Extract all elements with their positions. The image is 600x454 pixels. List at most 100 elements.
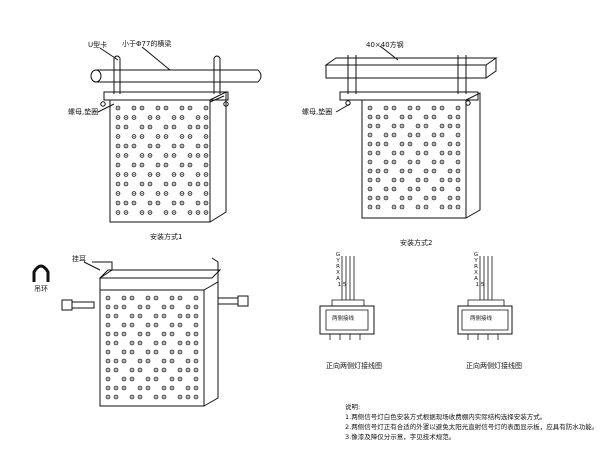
lamp-dot-center xyxy=(165,183,167,185)
lamp-dot-center xyxy=(187,315,189,317)
lamp-dot-center xyxy=(133,164,135,166)
lamp-dot-center xyxy=(401,179,403,181)
lamp-dot-center xyxy=(107,387,109,389)
lamp-dot-center xyxy=(147,333,149,335)
lamp-dot-center xyxy=(117,192,119,195)
lamp-dot xyxy=(375,141,381,147)
lamp-dot xyxy=(431,159,437,165)
lamp-dot xyxy=(187,134,193,139)
lamp-dot-center xyxy=(117,211,119,214)
lamp-dot-center xyxy=(409,107,411,109)
lamp-dot-center xyxy=(165,192,167,195)
lamp-dot-center xyxy=(117,154,119,157)
lamp-dot-center xyxy=(409,161,411,163)
lamp-dot-center xyxy=(147,360,149,362)
lamp-dot-center xyxy=(173,145,175,147)
lamp-dot-center xyxy=(133,107,135,109)
lamp-dot-center xyxy=(417,152,419,154)
lamp-dot xyxy=(171,124,177,130)
lamp-dot-center xyxy=(385,170,387,172)
lamp-dot-center xyxy=(179,378,181,380)
lamp-dot-center xyxy=(117,202,119,204)
lamp-dot-center xyxy=(457,143,459,145)
lamp-dot xyxy=(115,200,121,206)
lamp-dot-center xyxy=(173,173,175,176)
lamp-dot xyxy=(129,322,135,328)
lamp-dot-center xyxy=(125,211,127,214)
lamp-dot-center xyxy=(133,173,135,176)
lamp-dot-center xyxy=(131,297,133,299)
lamp-dot xyxy=(177,313,183,319)
lamp-dot xyxy=(195,200,201,206)
lamp-dot xyxy=(367,123,373,129)
lamp-dot-center xyxy=(155,396,157,398)
lamp-dot-center xyxy=(457,125,459,127)
terminal-code: 1.5 xyxy=(337,282,347,288)
lamp-dot-center xyxy=(107,315,109,317)
lamp-dot-center xyxy=(195,324,197,326)
lamp-dot xyxy=(161,313,167,319)
lamp-dot-center xyxy=(165,126,167,128)
lamp-dot xyxy=(171,115,177,120)
lamp-dot-center xyxy=(205,135,207,138)
lamp-dot-center xyxy=(441,161,443,163)
lamp-dot-center xyxy=(155,369,157,371)
lamp-dot xyxy=(447,195,453,201)
lamp-dot-center xyxy=(181,135,183,138)
lamp-dot-center xyxy=(197,173,199,176)
terminal-box-label-side: 两侧接线 xyxy=(470,316,493,322)
caption-wiring-front: 正向两侧灯接线图 xyxy=(326,362,382,370)
lamp-dot-center xyxy=(157,135,159,138)
lamp-dot-center xyxy=(141,183,143,185)
notes-block: 说明: 1.两侧信号灯白色安装方式根据现场收费棚内实际结构选择安装方式。 2.两… xyxy=(345,402,598,442)
lamp-dot-center xyxy=(197,211,199,214)
lamp-dot xyxy=(193,367,199,373)
lamp-dot xyxy=(423,123,429,129)
lamp-dot-center xyxy=(157,145,159,147)
lamp-dot-center xyxy=(425,143,427,145)
lamp-dot xyxy=(105,322,111,328)
lamp-dot-center xyxy=(141,211,143,214)
lamp-dot xyxy=(163,124,169,130)
lamp-dot xyxy=(447,123,453,129)
lamp-dot xyxy=(439,132,445,138)
lamp-dot-center xyxy=(117,145,119,147)
lamp-dot-center xyxy=(155,351,157,353)
lamp-dot xyxy=(137,367,143,373)
leader-nut-right xyxy=(335,103,351,113)
lamp-dot-center xyxy=(449,116,451,118)
lamp-dot-center xyxy=(107,369,109,371)
lamp-dot xyxy=(455,195,461,201)
lamp-dot xyxy=(195,143,201,149)
lamp-dot-center xyxy=(117,164,119,166)
lamp-dot xyxy=(115,115,121,120)
lamp-dot xyxy=(177,322,183,328)
lamp-dot xyxy=(375,168,381,174)
terminal-code: 1.5 xyxy=(475,282,485,288)
lamp-dot-center xyxy=(457,152,459,154)
lamp-dot xyxy=(179,162,185,168)
lamp-dot xyxy=(113,340,119,346)
lamp-dot xyxy=(153,322,159,328)
lamp-dot-center xyxy=(417,134,419,136)
lamp-dot-center xyxy=(181,192,183,195)
lamp-dot xyxy=(113,331,119,337)
note-item: 3.像漆及障仅分示意，字见技术规范。 xyxy=(345,433,456,441)
lamp-dot-center xyxy=(401,197,403,199)
lamp-dot xyxy=(415,132,421,138)
lamp-dot xyxy=(391,186,397,192)
lamp-dot xyxy=(407,159,413,165)
lamp-dot xyxy=(455,177,461,183)
lamp-dot-center xyxy=(133,192,135,195)
lamp-dot xyxy=(153,394,159,400)
lamp-dot-center xyxy=(149,211,151,214)
lamp-dot-center xyxy=(149,173,151,176)
lamp-dot-center xyxy=(125,173,127,176)
lamp-dot xyxy=(121,295,127,301)
lamp-dot xyxy=(203,210,209,215)
lamp-dot-center xyxy=(189,164,191,166)
lamp-dot-center xyxy=(163,315,165,317)
lamp-dot xyxy=(185,313,191,319)
lamp-dot-center xyxy=(369,170,371,172)
lamp-dot-center xyxy=(449,125,451,127)
